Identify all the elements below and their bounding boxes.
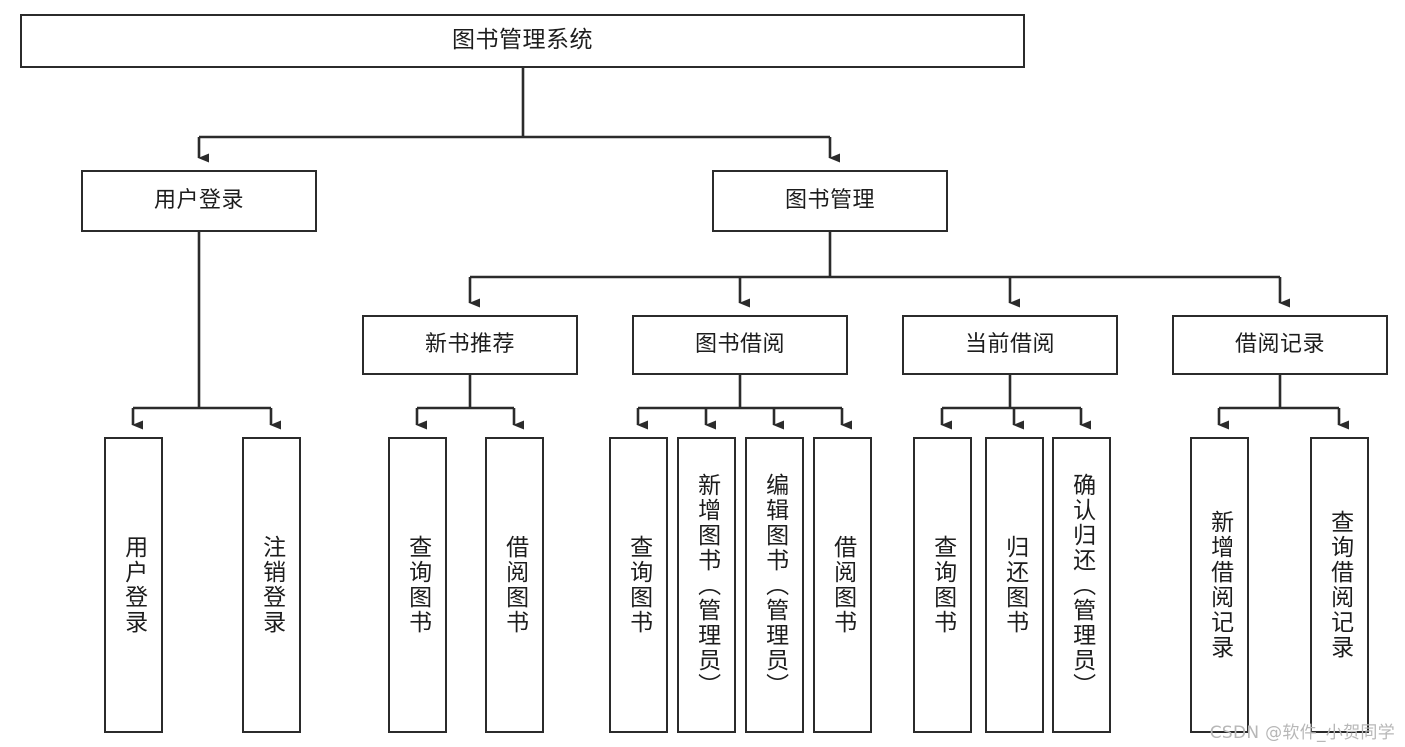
leaf-borrow-book-newbook[interactable]: 借阅图书 <box>485 437 544 733</box>
leaf-query-book-newbook[interactable]: 查询图书 <box>388 437 447 733</box>
node-label: 查询借阅记录 <box>1326 510 1353 660</box>
leaf-edit-book-admin[interactable]: 编辑图书（管理员） <box>745 437 804 733</box>
node-label: 归还图书 <box>1001 535 1028 635</box>
leaf-logout[interactable]: 注销登录 <box>242 437 301 733</box>
node-borrow-record[interactable]: 借阅记录 <box>1172 315 1388 375</box>
node-label: 当前借阅 <box>964 331 1055 357</box>
leaf-query-borrow-record[interactable]: 查询借阅记录 <box>1310 437 1369 733</box>
leaf-query-book-current[interactable]: 查询图书 <box>913 437 972 733</box>
node-label: 查询图书 <box>929 535 956 635</box>
leaf-query-book-borrow[interactable]: 查询图书 <box>609 437 668 733</box>
node-current-borrow[interactable]: 当前借阅 <box>902 315 1118 375</box>
node-label: 确认归还（管理员） <box>1068 472 1095 698</box>
node-label: 图书管理 <box>784 187 875 213</box>
node-root-system[interactable]: 图书管理系统 <box>20 14 1025 68</box>
node-label: 借阅图书 <box>501 535 528 635</box>
node-book-management[interactable]: 图书管理 <box>712 170 948 232</box>
leaf-add-book-admin[interactable]: 新增图书（管理员） <box>677 437 736 733</box>
node-label: 图书借阅 <box>694 331 785 357</box>
node-label: 用户登录 <box>120 535 147 635</box>
node-label: 编辑图书（管理员） <box>761 472 788 698</box>
node-book-borrow[interactable]: 图书借阅 <box>632 315 848 375</box>
node-user-login[interactable]: 用户登录 <box>81 170 317 232</box>
node-label: 借阅记录 <box>1234 331 1325 357</box>
csdn-watermark: CSDN @软件_小贺同学 <box>1209 723 1395 743</box>
leaf-borrow-book[interactable]: 借阅图书 <box>813 437 872 733</box>
node-label: 查询图书 <box>404 535 431 635</box>
node-label: 注销登录 <box>258 535 285 635</box>
node-label: 新增借阅记录 <box>1206 510 1233 660</box>
leaf-add-borrow-record[interactable]: 新增借阅记录 <box>1190 437 1249 733</box>
leaf-confirm-return-admin[interactable]: 确认归还（管理员） <box>1052 437 1111 733</box>
node-label: 图书管理系统 <box>452 27 593 54</box>
node-label: 借阅图书 <box>829 535 856 635</box>
node-label: 新增图书（管理员） <box>693 472 720 698</box>
node-new-book-recommend[interactable]: 新书推荐 <box>362 315 578 375</box>
node-label: 新书推荐 <box>424 331 515 357</box>
leaf-return-book[interactable]: 归还图书 <box>985 437 1044 733</box>
node-label: 查询图书 <box>625 535 652 635</box>
leaf-user-login[interactable]: 用户登录 <box>104 437 163 733</box>
node-label: 用户登录 <box>153 187 244 213</box>
